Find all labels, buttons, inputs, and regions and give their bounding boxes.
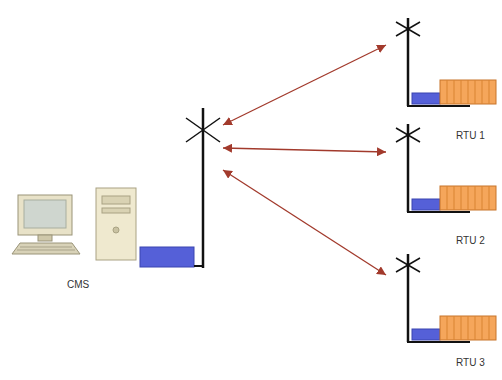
radio-modem [412,329,440,340]
antenna-symbol [396,128,420,142]
computer [12,188,136,260]
radio-modem [412,199,440,210]
antenna-mast [407,18,410,106]
drive-bay [102,208,130,213]
monitor [18,195,72,235]
station-label: CMS [67,279,89,291]
rtu-cable [407,341,470,343]
antenna-mast [202,108,205,268]
antenna-symbol [396,258,420,272]
station-node: RTU 3 [386,252,498,372]
drive-bay [102,196,130,204]
keyboard-keys [17,250,75,251]
rtu-modules [447,316,489,340]
radio-modem [140,247,194,267]
station-label: RTU 1 [456,130,485,142]
radio-modem [412,93,440,104]
antenna-symbol [396,258,420,272]
cms-radio [140,108,220,268]
monitor-screen [24,200,66,228]
rtu-cable [407,105,470,107]
keyboard [12,243,80,254]
station-node: RTU 2 [386,146,498,250]
tower-case [96,188,136,260]
radio-link-arrow [223,170,386,275]
rtu-modules [447,186,489,210]
rtu-rack [440,80,496,104]
rtu-station [396,18,496,106]
rtu-cable [407,211,470,213]
station-node: CMS [5,105,223,300]
rtu-station [396,254,496,342]
keyboard-keys [20,247,72,248]
monitor-stand [38,235,52,241]
rtu-rack [440,316,496,340]
station-node: RTU 1 [386,30,498,145]
rtu-rack [440,186,496,210]
station-label: RTU 3 [456,357,485,369]
antenna-symbol [186,118,220,142]
radio-link-arrow [223,148,386,152]
antenna-symbol [396,22,420,36]
station-label: RTU 2 [456,235,485,247]
power-button [113,227,119,233]
antenna-symbol [186,118,220,142]
radio-link-arrow [223,45,386,125]
antenna-mast [407,254,410,342]
rtu-modules [447,80,489,104]
antenna-mast [407,124,410,212]
rtu-station [396,124,496,212]
antenna-symbol [396,128,420,142]
antenna-symbol [396,22,420,36]
